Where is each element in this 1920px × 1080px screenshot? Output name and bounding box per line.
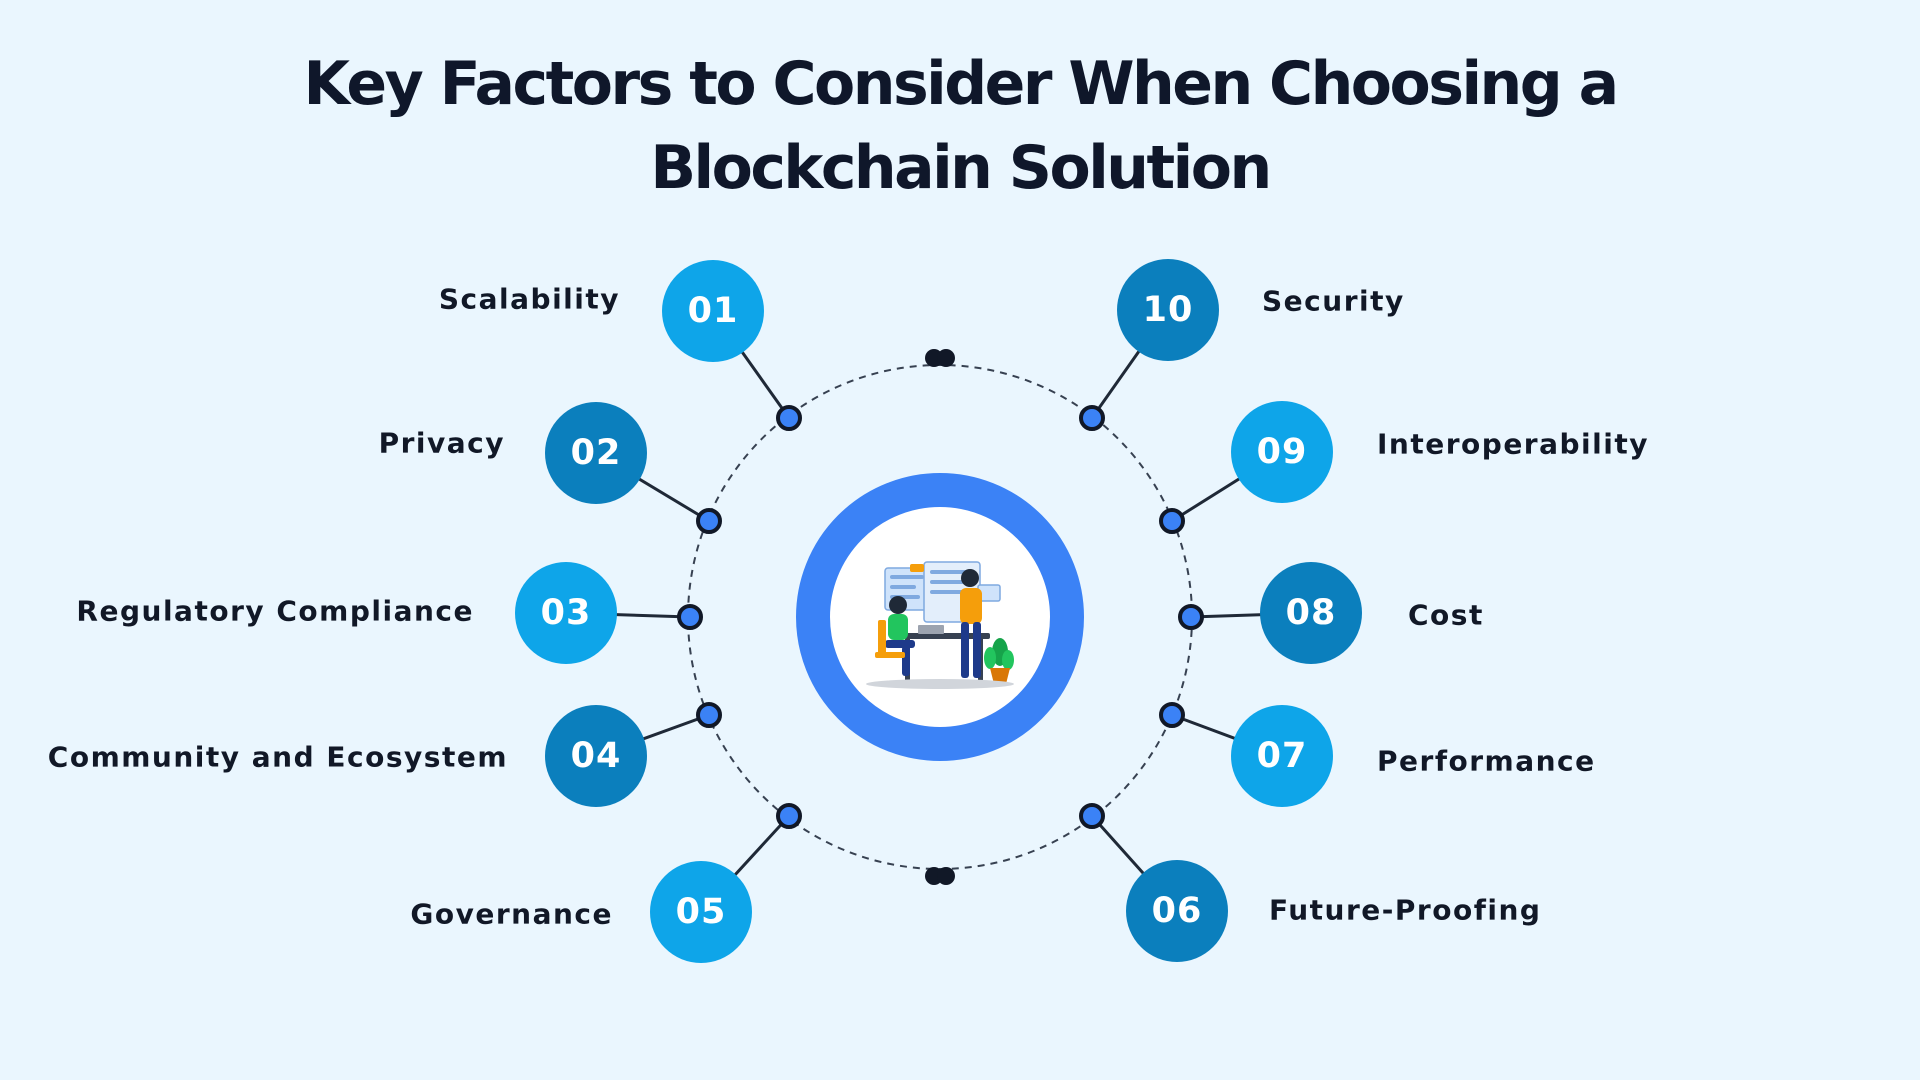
factor-item-regulatory-compliance: 03 Regulatory Compliance — [76, 562, 703, 664]
connector-dot — [776, 803, 802, 829]
factor-item-cost: 08 Cost — [1178, 562, 1484, 664]
factor-item-security: 10 Security — [1079, 259, 1405, 431]
factor-label: Scalability — [439, 283, 620, 316]
number-badge — [1117, 259, 1219, 361]
factor-number: 08 — [1286, 593, 1337, 633]
factor-item-governance: 05 Governance — [410, 803, 802, 963]
number-badge — [1126, 860, 1228, 962]
factor-label: Security — [1262, 285, 1405, 318]
factor-label: Community and Ecosystem — [48, 741, 508, 774]
factor-number: 05 — [676, 892, 727, 932]
factor-item-performance: 07 Performance — [1159, 702, 1596, 807]
connector-dot — [677, 604, 703, 630]
connector-dot — [696, 508, 722, 534]
number-badge — [1231, 705, 1333, 807]
connector-dot — [1079, 405, 1105, 431]
factor-number: 06 — [1152, 891, 1203, 931]
factor-item-privacy: 02 Privacy — [379, 402, 722, 534]
factor-item-future-proofing: 06 Future-Proofing — [1079, 803, 1541, 962]
factor-number: 09 — [1257, 432, 1308, 472]
factor-items: 01 Scalability 02 Privacy 03 Regulatory Compl… — [48, 259, 1649, 963]
bottom-link-marker — [925, 867, 955, 885]
factor-number: 07 — [1257, 736, 1308, 776]
page-title: Key Factors to Consider When Choosing a … — [303, 49, 1619, 203]
factor-number: 10 — [1143, 290, 1194, 330]
connector-dot — [1178, 604, 1204, 630]
factor-label: Privacy — [379, 427, 505, 460]
connector-dot — [1159, 702, 1185, 728]
number-badge — [545, 402, 647, 504]
factor-label: Governance — [410, 898, 613, 931]
factor-number: 02 — [571, 433, 622, 473]
connector-dot — [1159, 508, 1185, 534]
top-link-marker — [925, 349, 955, 367]
factor-number: 03 — [541, 593, 592, 633]
factor-label: Regulatory Compliance — [76, 595, 474, 628]
number-badge — [662, 260, 764, 362]
factor-number: 01 — [688, 291, 739, 331]
factor-label: Cost — [1408, 599, 1484, 632]
number-badge — [650, 861, 752, 963]
number-badge — [1260, 562, 1362, 664]
number-badge — [1231, 401, 1333, 503]
factor-item-scalability: 01 Scalability — [439, 260, 802, 431]
factor-item-community-and-ecosystem: 04 Community and Ecosystem — [48, 702, 722, 807]
connector-dot — [776, 405, 802, 431]
factor-label: Interoperability — [1377, 428, 1649, 461]
factor-item-interoperability: 09 Interoperability — [1159, 401, 1649, 534]
number-badge — [515, 562, 617, 664]
team-working-icon — [866, 561, 1014, 689]
connector-dot — [696, 702, 722, 728]
factor-label: Future-Proofing — [1269, 894, 1541, 927]
number-badge — [545, 705, 647, 807]
factor-label: Performance — [1377, 745, 1596, 778]
factor-number: 04 — [571, 736, 622, 776]
connector-dot — [1079, 803, 1105, 829]
